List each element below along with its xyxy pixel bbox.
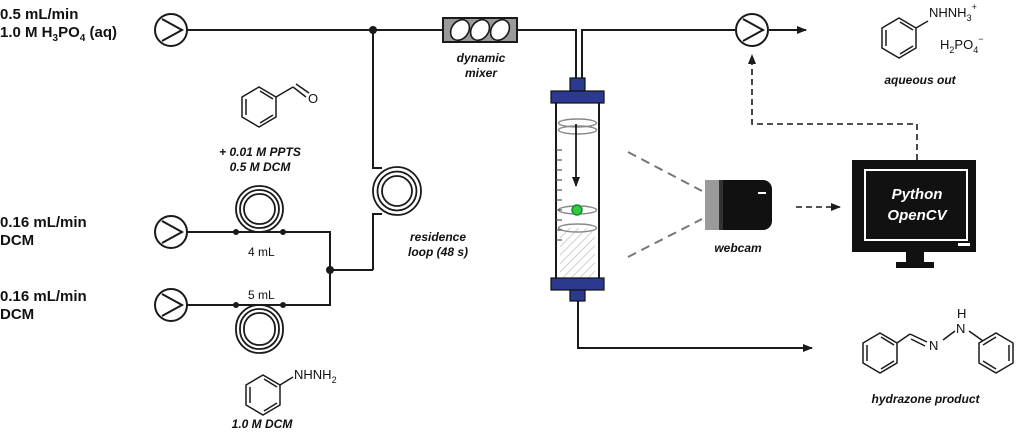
dynamic-mixer-label: dynamic mixer	[456, 51, 506, 80]
benzaldehyde-structure	[241, 83, 310, 128]
webcam-icon	[705, 180, 772, 230]
computer-monitor-icon: Python OpenCV	[852, 160, 976, 268]
benzaldehyde-label: + 0.01 M PPTS 0.5 M DCM	[219, 145, 301, 174]
phenylhydrazine-conc: 1.0 M DCM	[231, 417, 293, 431]
pump-3	[154, 288, 188, 322]
loop-volume-4ml: 4 mL	[248, 245, 275, 259]
stream1-label: 0.5 mL/min 1.0 M H3PO4 (aq)	[0, 6, 117, 48]
control-feedback-arrow	[748, 54, 918, 160]
dynamic-mixer	[442, 17, 518, 43]
stream1-flow: 0.5 mL/min	[0, 6, 79, 23]
stream1-reagent: 1.0 M H3PO4 (aq)	[0, 24, 117, 44]
stream2-flow: 0.16 mL/min	[0, 214, 87, 231]
residence-loop-label: residence loop (48 s)	[407, 230, 468, 259]
camera-field-of-view	[627, 151, 703, 258]
atom-h: H	[957, 306, 966, 321]
loop-volume-5ml: 5 mL	[248, 288, 275, 302]
stream3-solvent: DCM	[0, 306, 35, 323]
stream2-solvent: DCM	[0, 232, 35, 249]
stream3-label: 0.16 mL/min DCM	[0, 288, 87, 324]
coil-loop-5ml	[235, 304, 284, 354]
stream2-label: 0.16 mL/min DCM	[0, 214, 87, 250]
atom-n2: N	[956, 321, 965, 336]
webcam-label: webcam	[714, 241, 762, 255]
pump-aqueous	[735, 13, 769, 47]
pump-1	[154, 13, 188, 47]
atom-n1: N	[929, 338, 938, 353]
phenylhydrazinium-structure	[881, 17, 929, 59]
hydrazone-structure	[862, 330, 1014, 374]
junctions	[233, 26, 377, 308]
computer-label-line1: Python	[892, 186, 943, 203]
hydrazone-product-label: hydrazone product	[871, 392, 980, 406]
computer-label-line2: OpenCV	[887, 207, 948, 224]
aqueous-cation-formula: NHNH3+	[929, 2, 977, 23]
aqueous-anion-formula: H2PO4−	[940, 34, 983, 55]
aqueous-out-label: aqueous out	[884, 73, 956, 87]
phenylhydrazine-formula: NHNH2	[294, 367, 337, 385]
residence-loop-coil	[372, 166, 422, 216]
coil-loop-4ml	[235, 185, 284, 233]
stream3-flow: 0.16 mL/min	[0, 288, 87, 305]
separation-column	[550, 77, 605, 302]
phenylhydrazine-structure	[245, 374, 294, 416]
atom-o: O	[308, 91, 318, 106]
pump-2	[154, 215, 188, 249]
